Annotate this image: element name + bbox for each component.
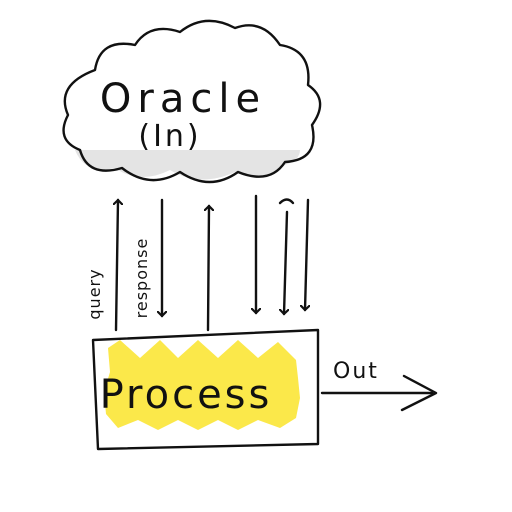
- out-arrowhead: [400, 374, 438, 412]
- oracle-title: Oracle: [100, 76, 266, 122]
- cloud-outline: [62, 19, 322, 184]
- down-arrow-3-hat: [278, 198, 295, 205]
- query-label: query: [85, 268, 104, 319]
- output: Out: [320, 359, 438, 412]
- oracle-cloud: Oracle (In): [62, 19, 322, 184]
- process-highlight: [104, 340, 300, 430]
- oracle-subtitle: (In): [138, 119, 201, 154]
- query-arrow: [116, 200, 118, 332]
- down-arrow-3: [284, 210, 287, 314]
- up-arrow-2: [208, 206, 209, 332]
- out-label: Out: [333, 359, 379, 384]
- process-label: Process: [100, 372, 273, 418]
- response-label: response: [132, 238, 151, 319]
- process-border: [91, 328, 320, 451]
- connection-arrows: query response: [85, 194, 308, 332]
- process-box: Process: [91, 328, 320, 451]
- cloud-shadow: [75, 150, 300, 180]
- down-arrow-4: [305, 198, 308, 310]
